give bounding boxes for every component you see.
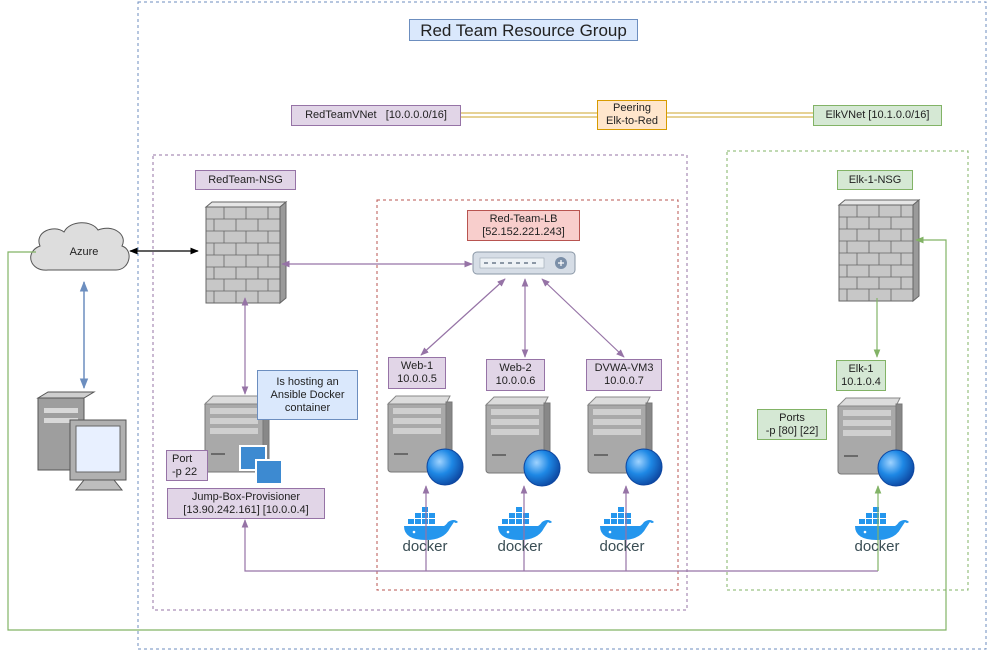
elk-globe-icon xyxy=(877,449,915,487)
redteam-vnet-label: RedTeamVNet [10.0.0.0/16] xyxy=(291,105,461,126)
elk-vnet-label: ElkVNet [10.1.0.0/16] xyxy=(813,105,942,126)
resource-group-border xyxy=(137,1,987,650)
azure-elk-link xyxy=(7,236,947,631)
jumpbox-name-label: Jump-Box-Provisioner [13.90.242.161] [10… xyxy=(167,488,325,519)
jumpbox-port-label: Port -p 22 xyxy=(166,450,208,481)
ansible-overlay-icon xyxy=(239,445,283,485)
load-balancer-label: Red-Team-LB [52.152.221.243] xyxy=(467,210,580,241)
dvwa-label: DVWA-VM3 10.0.0.7 xyxy=(586,359,662,391)
dvwa-globe-icon xyxy=(625,448,663,486)
redteam-firewall-icon xyxy=(205,201,287,304)
docker-label-dvwa: docker xyxy=(599,537,645,555)
docker-label-web2: docker xyxy=(497,537,543,555)
docker-label-web1: docker xyxy=(402,537,448,555)
elk-firewall-icon xyxy=(838,199,920,302)
docker-icon-web2 xyxy=(498,507,552,540)
web-2-label: Web-2 10.0.0.6 xyxy=(486,359,545,391)
peering-line xyxy=(461,112,813,118)
lb-subnet-border xyxy=(376,199,679,591)
lb-dvwa-link xyxy=(541,278,625,358)
redteam-nsg-label: RedTeam-NSG xyxy=(195,170,296,190)
elk-nsg-border xyxy=(726,150,969,591)
peering-label: Peering Elk-to-Red xyxy=(597,100,667,130)
azure-cloud-icon xyxy=(30,222,130,271)
docker-bus xyxy=(241,519,878,572)
redteam-nsg-border xyxy=(152,154,688,611)
elk-nsg-label: Elk-1-NSG xyxy=(837,170,913,190)
workstation-icon xyxy=(36,391,127,491)
web-1-globe-icon xyxy=(426,448,464,486)
docker-icon-elk xyxy=(855,507,909,540)
elk-server-label: Elk-1 10.1.0.4 xyxy=(836,360,886,391)
jumpbox-note: Is hosting an Ansible Docker container xyxy=(257,370,358,420)
load-balancer-icon xyxy=(472,251,576,275)
lb-web1-link xyxy=(420,278,506,356)
web-2-globe-icon xyxy=(523,449,561,487)
elk-ports-label: Ports -p [80] [22] xyxy=(757,409,827,440)
web-1-label: Web-1 10.0.0.5 xyxy=(388,357,446,389)
resource-group-title: Red Team Resource Group xyxy=(409,19,638,41)
docker-label-elk: docker xyxy=(854,537,900,555)
docker-icon-web1 xyxy=(404,507,458,540)
docker-icon-dvwa xyxy=(600,507,654,540)
azure-cloud-label: Azure xyxy=(69,245,99,258)
